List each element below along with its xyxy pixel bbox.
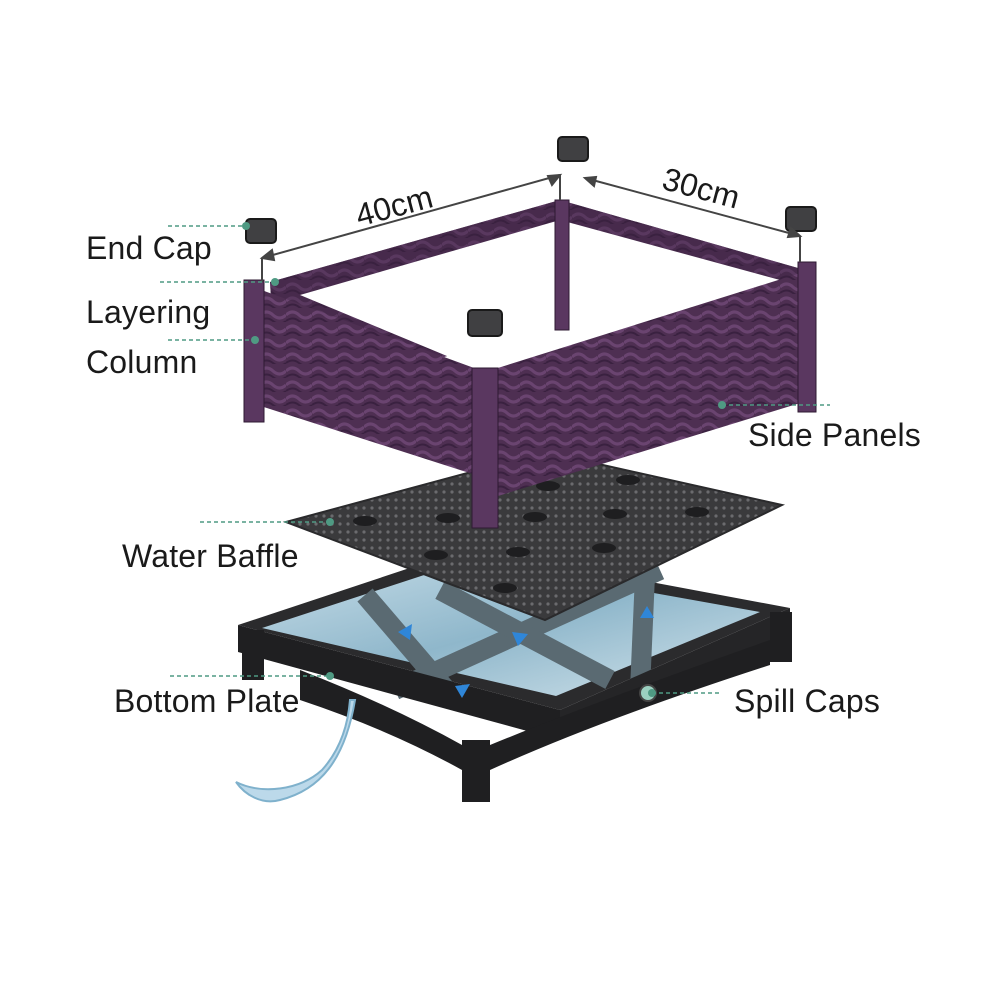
dimension-line [259, 173, 803, 282]
flow-arrow-icon [398, 606, 654, 698]
end-cap-icon [245, 136, 817, 337]
planter-box [243, 199, 817, 529]
side-panels-label: Side Panels [748, 417, 921, 453]
spill-caps-label: Spill Caps [734, 683, 881, 719]
water-baffle-label: Water Baffle [122, 538, 299, 574]
leader-line [160, 222, 830, 697]
layering-column [243, 199, 817, 529]
layering-column-label-line2: Column [86, 344, 198, 380]
bottom-plate [238, 548, 792, 802]
layering-column-label-line1: Layering [86, 294, 211, 330]
water-stream-icon [235, 699, 357, 803]
bottom-plate-label: Bottom Plate [114, 683, 300, 719]
water-baffle [282, 450, 786, 622]
end-cap-label: End Cap [86, 230, 212, 266]
